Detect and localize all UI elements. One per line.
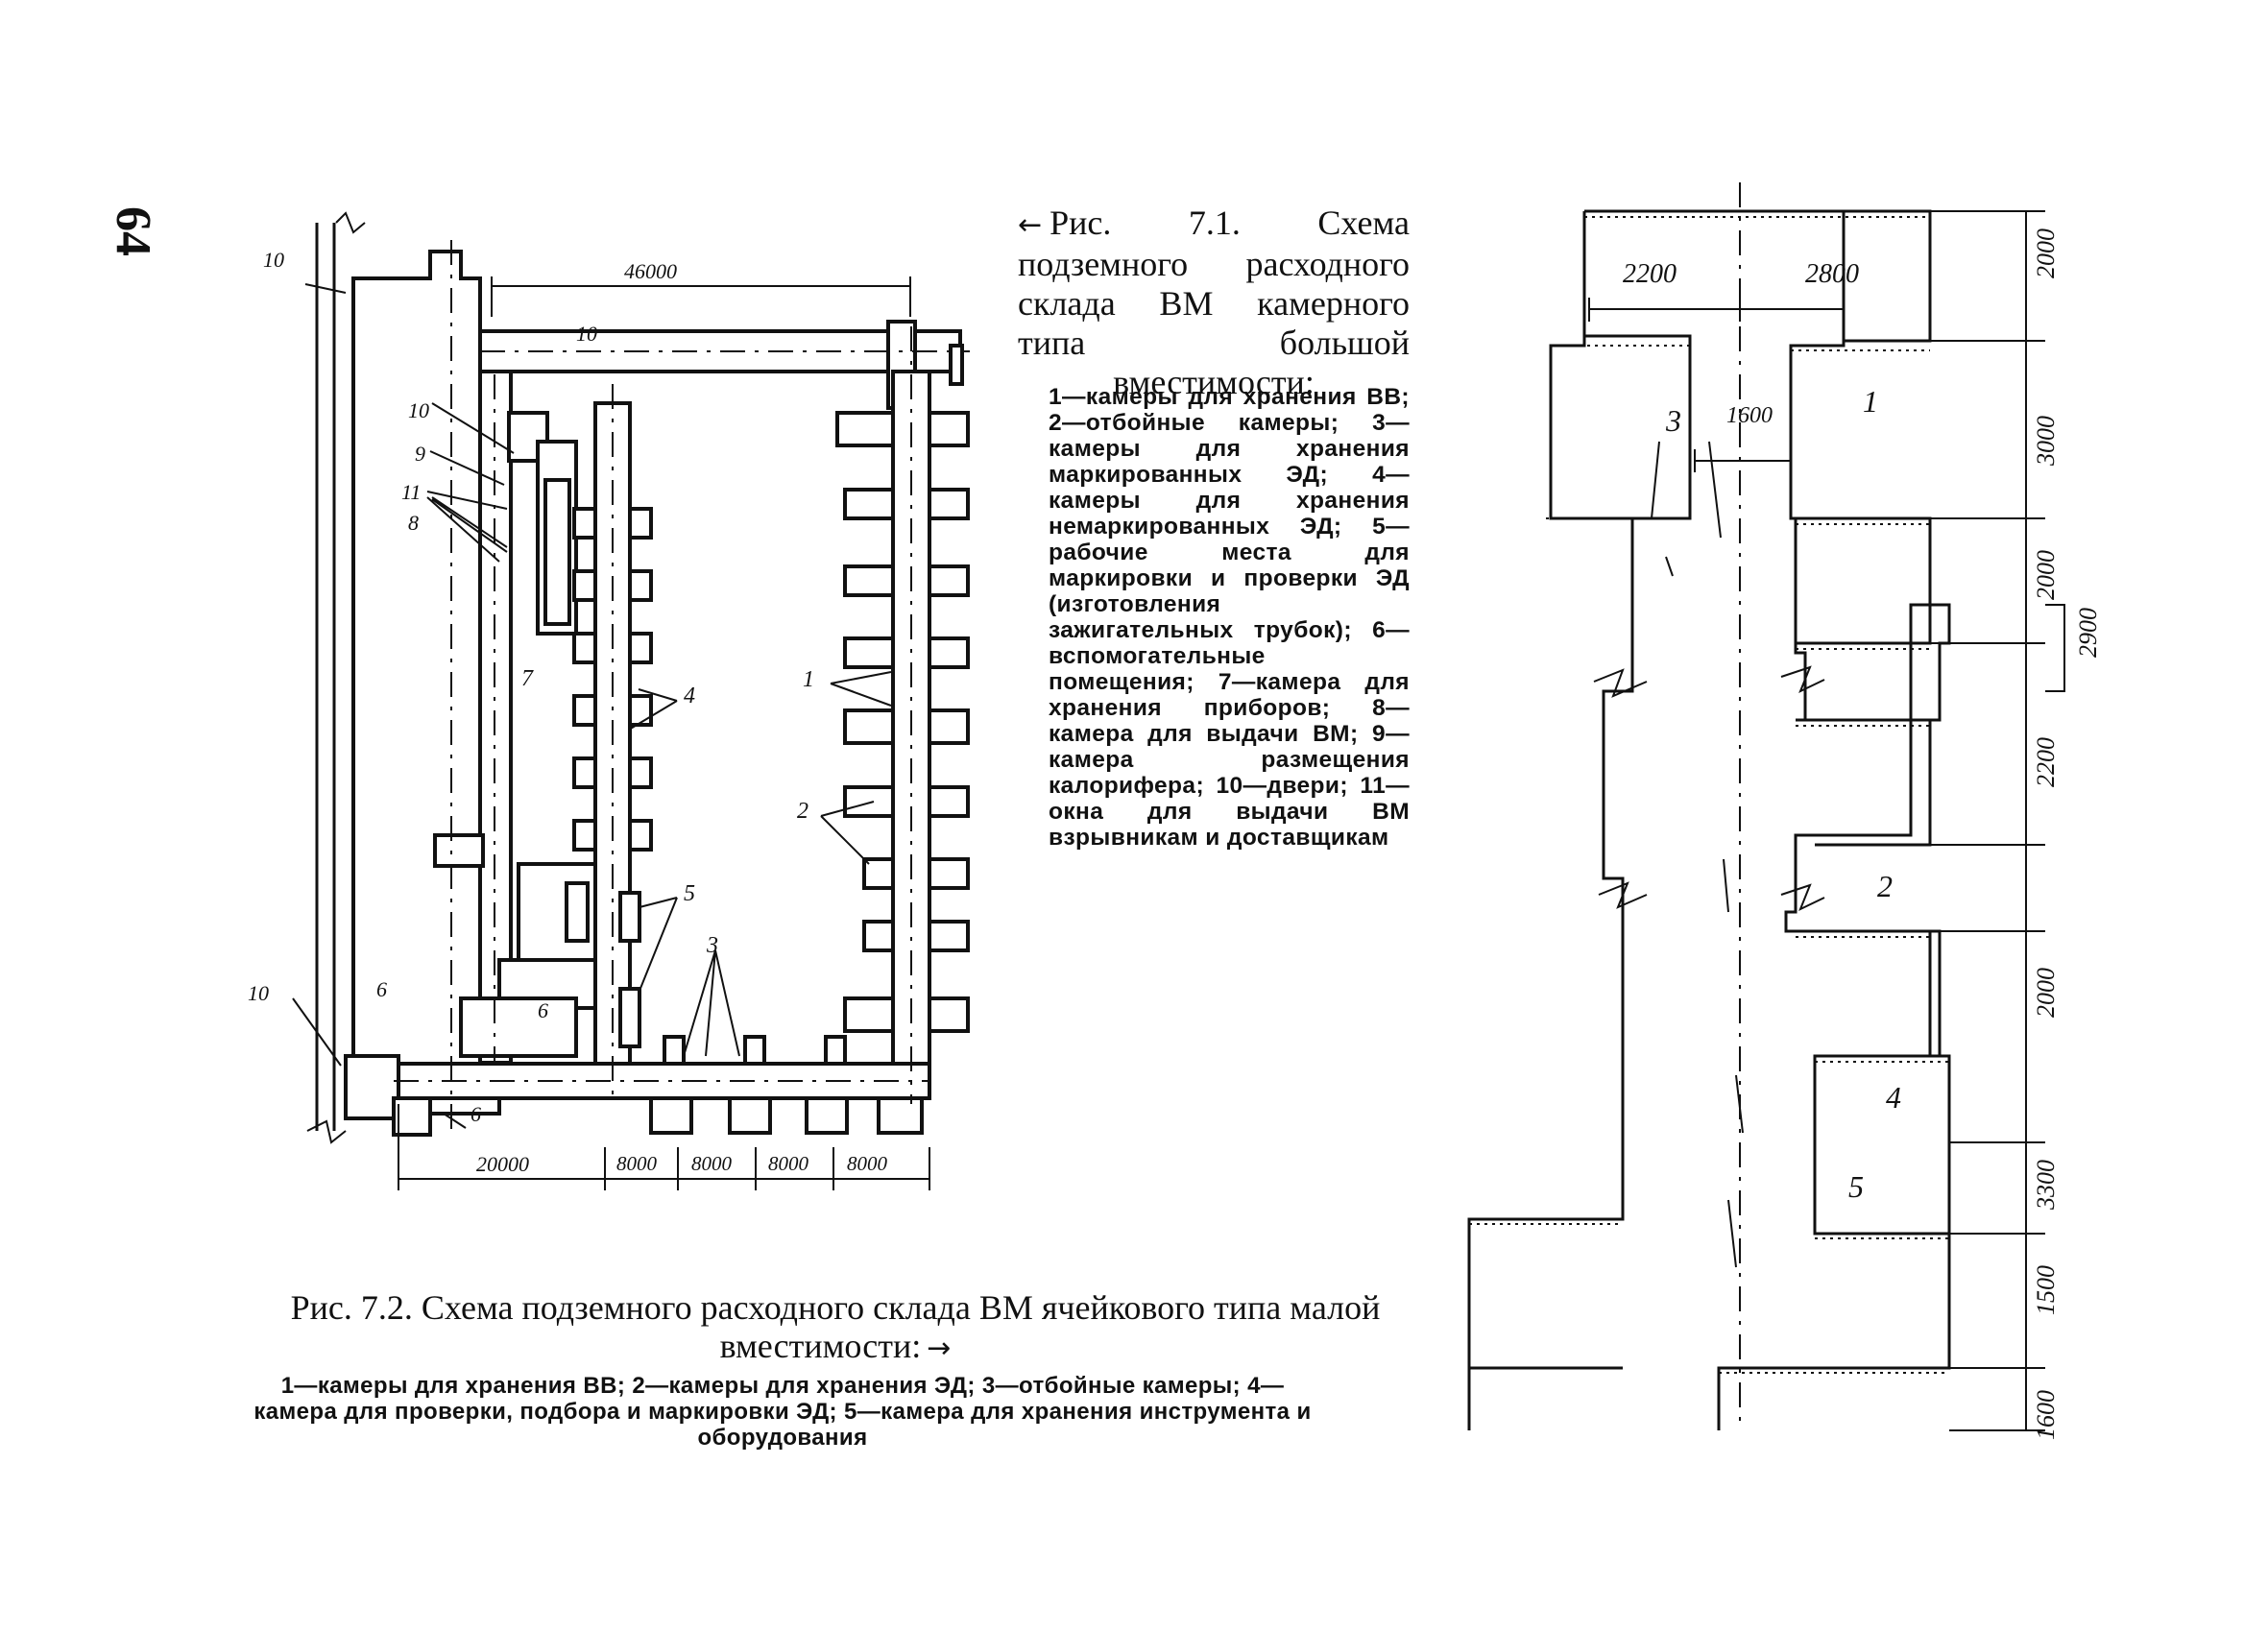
dim-top [1588,298,1845,322]
figure-7-1-drawing [292,211,970,1190]
break-marks [306,211,366,1144]
dim-2200: 2200 [2032,737,2060,787]
label-6: 6 [376,977,387,1001]
label-10: 10 [263,248,284,272]
label-5: 5 [684,881,695,906]
label-4: 4 [1886,1080,1901,1115]
figure-7-2-legend: 1—камеры для хранения ВВ; 2—камеры для х… [253,1373,1312,1451]
dim-1600: 1600 [1726,403,1773,428]
chambers-1-2 [835,411,970,1033]
left-corridor [344,250,501,1116]
label-1: 1 [1863,384,1878,419]
label-4: 4 [684,684,695,708]
workroom-block [517,862,597,962]
label-3: 3 [707,933,718,958]
figure-7-1-legend: 1—камеры для хранения ВВ; 2—отбойные кам… [1049,384,1410,851]
dim-2900: 2900 [2074,608,2102,658]
arrow-left-icon: ← [1018,208,1043,242]
label-10: 10 [248,981,269,1005]
arrow-right-icon: → [927,1332,952,1365]
dim-top [491,276,911,317]
dim-20000: 20000 [476,1152,529,1176]
label-9: 9 [415,442,425,466]
label-5: 5 [1848,1169,1864,1204]
dim-8000: 8000 [691,1152,732,1175]
label-6: 6 [538,998,548,1022]
left-boundary [315,223,336,1131]
dim-2000: 2000 [2032,968,2060,1018]
figure-7-2-drawing [1467,182,2065,1431]
label-7: 7 [521,666,533,691]
label-2: 2 [1877,869,1893,903]
figure-7-1-caption-text: Рис. 7.1. Схема подземного расходного ск… [1018,204,1410,401]
dim-8000: 8000 [847,1152,887,1175]
dim-side [2045,604,2065,692]
dim-passage [1694,449,1792,472]
bottom-chambers [649,1035,924,1135]
dim-1500: 1500 [2032,1265,2060,1315]
dim-46000: 46000 [624,259,677,283]
dim-2800: 2800 [1805,259,1859,289]
dim-right [1930,210,2045,1431]
dim-8000: 8000 [616,1152,657,1175]
dim-3300: 3300 [2032,1160,2060,1210]
label-1: 1 [803,667,814,692]
label-2: 2 [797,799,808,824]
dim-2200: 2200 [1623,259,1677,289]
left-wall [1467,211,1634,1430]
dim-3000: 3000 [2032,416,2060,466]
right-wall [1717,211,1951,1430]
dim-bottom [398,1104,930,1190]
figure-7-2-caption-text: Рис. 7.2. Схема подземного расходного ск… [290,1288,1381,1365]
figure-7-1-caption: ←Рис. 7.1. Схема подземного расходного с… [1018,204,1410,402]
label-11: 11 [401,480,422,504]
dim-8000: 8000 [768,1152,808,1175]
label-10: 10 [408,398,429,422]
dim-2000: 2000 [2032,228,2060,278]
figure-7-2-caption: Рис. 7.2. Схема подземного расходного ск… [288,1288,1383,1368]
dim-1600: 1600 [2032,1390,2060,1440]
label-8: 8 [408,511,419,535]
label-6: 6 [470,1102,481,1126]
dim-2000: 2000 [2032,550,2060,600]
chambers-4 [572,507,653,852]
label-10: 10 [576,322,597,346]
label-3: 3 [1666,403,1681,438]
